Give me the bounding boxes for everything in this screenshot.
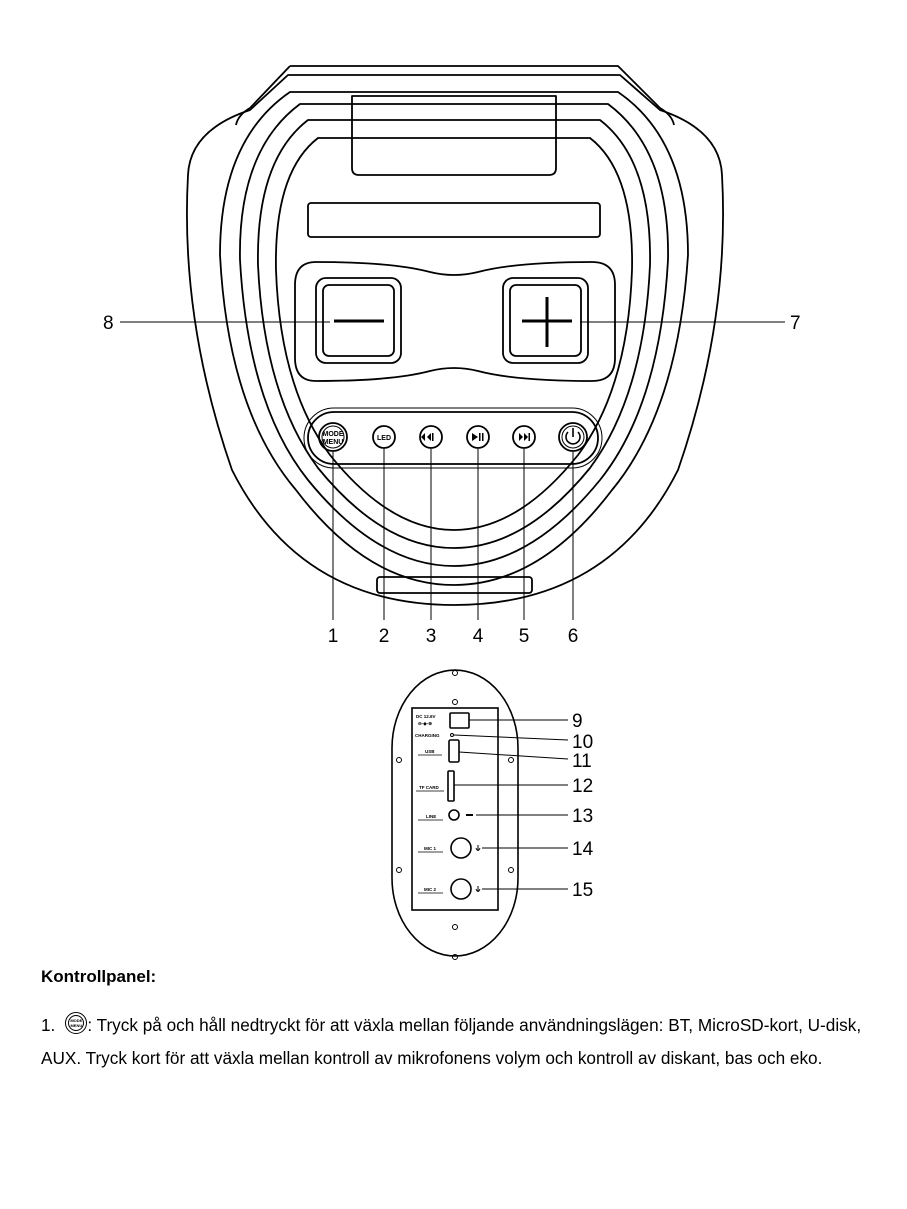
callout-13: 13 <box>572 806 593 827</box>
mode-menu-button <box>318 422 348 452</box>
mic2-label: MIC 2 <box>424 887 436 892</box>
callout-3: 3 <box>426 626 437 647</box>
charging-label: CHARGING <box>415 733 440 738</box>
rear-port-panel <box>411 707 499 911</box>
line-label: LINE <box>426 814 436 819</box>
previous-button <box>419 425 443 449</box>
speaker-body-outline <box>186 74 724 606</box>
mode-icon-label: MODE <box>70 1018 83 1023</box>
power-button <box>558 422 588 452</box>
carry-handle <box>351 95 557 176</box>
callout-4: 4 <box>473 626 484 647</box>
play-pause-icon <box>472 433 478 441</box>
speaker-diagram: MODE MENU LED 8 7 1 2 3 4 5 6 <box>103 65 801 960</box>
section-heading: Kontrollpanel: <box>41 967 157 986</box>
line-in-jack <box>448 809 460 821</box>
mic2-jack <box>450 878 472 900</box>
next-icon <box>519 433 523 441</box>
callout-11: 11 <box>572 751 592 772</box>
play-pause-button <box>466 425 490 449</box>
callout-9: 9 <box>572 711 583 732</box>
callout-5: 5 <box>519 626 530 647</box>
body-contour-ring <box>219 91 689 586</box>
menu-label: MENU <box>323 439 344 446</box>
callout-12: 12 <box>572 776 593 797</box>
mic1-jack <box>450 837 472 859</box>
item-number: 1. <box>41 1015 56 1035</box>
tf-card-slot <box>447 770 455 802</box>
callout-14: 14 <box>572 839 594 860</box>
power-icon <box>565 431 581 445</box>
mode-label: MODE <box>323 431 344 438</box>
control-button-strip <box>307 411 599 465</box>
menu-icon-label: MENU <box>70 1023 83 1028</box>
led-bar <box>307 202 601 238</box>
callout-1: 1 <box>328 626 339 647</box>
previous-icon <box>421 433 425 441</box>
charging-led <box>450 733 454 737</box>
callout-2: 2 <box>379 626 390 647</box>
next-button <box>512 425 536 449</box>
volume-plate <box>294 261 616 382</box>
led-label: LED <box>377 435 391 442</box>
speaker-top-rim <box>249 65 661 109</box>
bottom-foot <box>376 576 533 594</box>
body-contour-ring <box>239 103 669 567</box>
body-contour-ring <box>275 137 633 531</box>
dc-polarity-icon: ⊖-◆-⊕ <box>418 721 432 726</box>
volume-up-button <box>502 277 589 364</box>
led-button <box>372 425 396 449</box>
callout-7: 7 <box>790 313 801 334</box>
callout-10: 10 <box>572 732 593 753</box>
rear-panel-outline <box>391 669 519 957</box>
usb-label: USB <box>425 749 435 754</box>
dc-label: DC 12.6V <box>416 714 436 719</box>
callout-8: 8 <box>103 313 114 334</box>
callout-6: 6 <box>568 626 579 647</box>
callout-15: 15 <box>572 880 593 901</box>
item-description: : Tryck på och håll nedtryckt för att vä… <box>41 1015 862 1068</box>
mic1-label: MIC 1 <box>424 846 436 851</box>
body-contour-ring <box>257 119 651 549</box>
volume-down-button <box>315 277 402 364</box>
dc-port <box>449 712 470 729</box>
tf-card-label: TF CARD <box>419 785 439 790</box>
usb-port <box>448 739 460 763</box>
